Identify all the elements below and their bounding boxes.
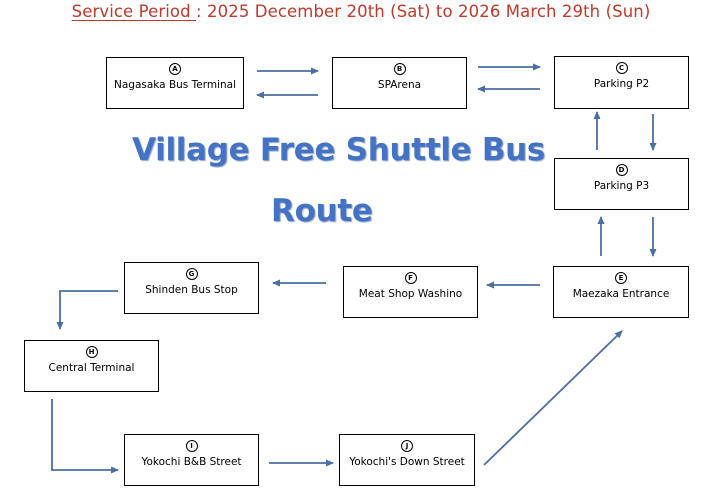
stop-meat-shop-washino: F Meat Shop Washino — [343, 266, 478, 318]
stop-nagasaka-bus-terminal: A Nagasaka Bus Terminal — [106, 57, 244, 109]
stop-letter-f: F — [404, 272, 417, 284]
stop-name-i: Yokochi B&B Street — [141, 456, 242, 468]
stop-name-j: Yokochi's Down Street — [349, 456, 465, 468]
stop-letter-c: C — [615, 62, 628, 74]
stop-shinden-bus-stop: G Shinden Bus Stop — [124, 262, 259, 314]
stop-letter-h: H — [85, 346, 98, 358]
stop-letter-e: E — [615, 272, 627, 284]
stop-name-b: SPArena — [377, 79, 422, 91]
stop-sparena: B SPArena — [332, 57, 467, 109]
stop-name-h: Central Terminal — [48, 362, 135, 374]
stop-name-e: Maezaka Entrance — [572, 288, 670, 300]
arrow-j-to-e — [483, 330, 623, 466]
arrow-h-to-i — [51, 399, 119, 474]
stop-letter-i: I — [185, 440, 198, 452]
route-title-line1: Village Free Shuttle Bus — [132, 132, 546, 168]
stop-name-f: Meat Shop Washino — [358, 288, 463, 300]
stop-parking-p3: D Parking P3 — [554, 158, 689, 210]
stop-letter-a: A — [169, 63, 181, 75]
arrow-g-to-h — [56, 290, 118, 330]
stop-letter-d: D — [615, 164, 628, 176]
stop-name-g: Shinden Bus Stop — [145, 284, 238, 296]
stop-letter-j: J — [401, 440, 413, 452]
stop-letter-b: B — [393, 63, 406, 75]
service-period-label: Service Period — [71, 2, 197, 21]
stop-maezaka-entrance: E Maezaka Entrance — [553, 266, 689, 318]
stop-name-c: Parking P2 — [593, 78, 650, 90]
service-period-dates: : 2025 December 20th (Sat) to 2026 March… — [196, 2, 651, 21]
stop-yokochi-bb-street: I Yokochi B&B Street — [124, 434, 259, 486]
stop-letter-g: G — [185, 268, 198, 280]
route-title-line2: Route — [271, 193, 373, 229]
service-period: Service Period : 2025 December 20th (Sat… — [0, 2, 702, 21]
stop-name-a: Nagasaka Bus Terminal — [113, 79, 236, 91]
stop-parking-p2: C Parking P2 — [554, 56, 689, 109]
stop-name-d: Parking P3 — [593, 180, 650, 192]
stop-yokochis-down-street: J Yokochi's Down Street — [339, 434, 475, 486]
stop-central-terminal: H Central Terminal — [24, 340, 159, 392]
